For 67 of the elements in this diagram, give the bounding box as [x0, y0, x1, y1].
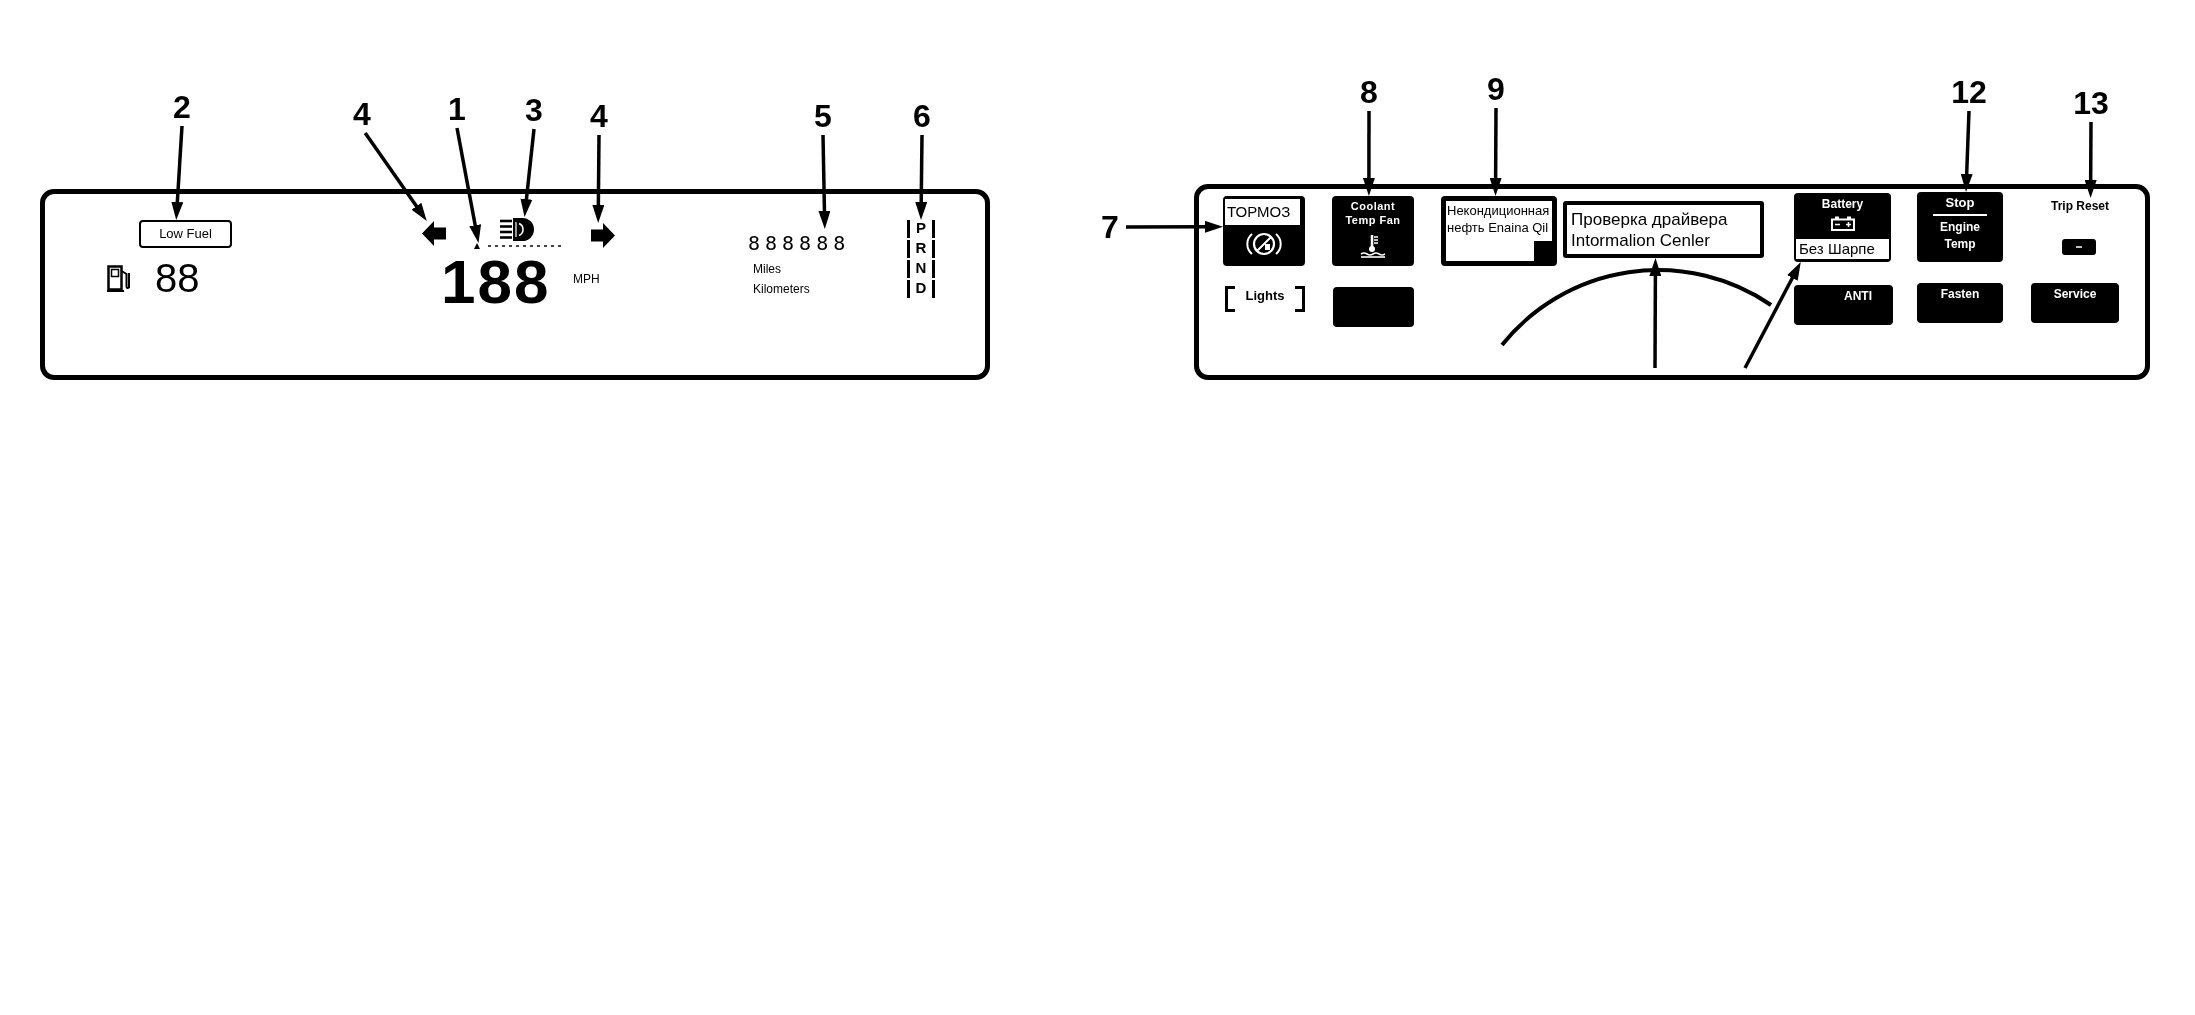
callout-number: 8 [1353, 73, 1385, 111]
indicator-box [139, 220, 232, 248]
speed-digits: 188 [441, 252, 552, 312]
fuel-digits: 88 [155, 256, 201, 300]
leader-arrow [818, 134, 831, 229]
gear-letter: N [907, 260, 935, 278]
leader-arrow [1743, 262, 1801, 369]
unit-label: Kilometers [753, 281, 811, 297]
indicator-label: ANTI [1843, 288, 1873, 304]
leader-arrow [520, 128, 536, 217]
indicator-label: Low Fuel [158, 225, 213, 243]
gear-letter: D [907, 280, 935, 298]
control-label: Trip Reset [2036, 198, 2124, 214]
leader-arrow [915, 135, 928, 220]
callout-number: 5 [807, 97, 839, 135]
indicator-label: Некондиционная нефть Enaina Qil [1447, 202, 1551, 237]
callout-number: 12 [1944, 73, 1994, 111]
gear-letter: P [907, 220, 935, 238]
warning-lamp [1917, 283, 2003, 323]
left-arrow-icon [422, 221, 446, 246]
warning-lamp [1223, 196, 1305, 266]
indicator-label: Stop [1944, 195, 1976, 211]
indicator-label: Service [2052, 286, 2098, 302]
instrument-panel [40, 189, 990, 380]
indicator-label: Coolant Temp Fan [1344, 199, 1402, 228]
gear-letter: R [907, 240, 935, 258]
callout-number: 4 [583, 97, 615, 135]
leader-arrow [1126, 220, 1223, 233]
instrument-panel [1194, 184, 2150, 380]
leader-arrow [592, 135, 605, 223]
indicator-label: ТОРМОЗ [1225, 199, 1300, 225]
leader-arrow [171, 125, 184, 220]
right-arrow-icon [591, 223, 615, 248]
indicator-label: Проверка драйвера Intormalion Cenler [1571, 209, 1729, 252]
warning-lamp [1333, 287, 1414, 327]
callout-number: 13 [2066, 84, 2116, 122]
leader-arrow [363, 132, 427, 221]
indicator-label: Fasten [1939, 286, 1981, 302]
message-box [1563, 201, 1764, 258]
leader-arrow [1362, 111, 1375, 196]
callout-number: 3 [518, 91, 550, 129]
warning-lamp [1794, 285, 1893, 325]
warning-lamp [1332, 196, 1414, 266]
callout-number: 1 [441, 90, 473, 128]
indicator-label: Engine Temp [1939, 219, 1981, 253]
callout-number: 2 [166, 88, 198, 126]
headlamp-icon [500, 217, 535, 242]
leader-arrow [1489, 108, 1502, 196]
callout-number: 4 [346, 95, 378, 133]
odometer-digits: 888888 [748, 229, 868, 257]
indicator-label: Без Шарпе [1796, 239, 1889, 259]
callout-number: 7 [1094, 208, 1126, 246]
callout-number: 6 [906, 97, 938, 135]
warning-lamp [1441, 196, 1557, 266]
dotted-indicator [474, 243, 564, 249]
leader-arrow [455, 127, 482, 243]
leader-arrow [1960, 110, 1973, 192]
leader-arrow [2084, 122, 2097, 198]
warning-lamp [1794, 193, 1891, 262]
callout-number: 9 [1480, 70, 1512, 108]
warning-lamp [2031, 283, 2119, 323]
indicator-label: Battery [1820, 196, 1865, 212]
warning-lamp [1917, 192, 2003, 262]
indicator-label: Lights [1244, 287, 1286, 305]
unit-label: MPH [573, 271, 601, 287]
leader-arrow [1649, 258, 1662, 368]
unit-label: Miles [753, 261, 782, 277]
